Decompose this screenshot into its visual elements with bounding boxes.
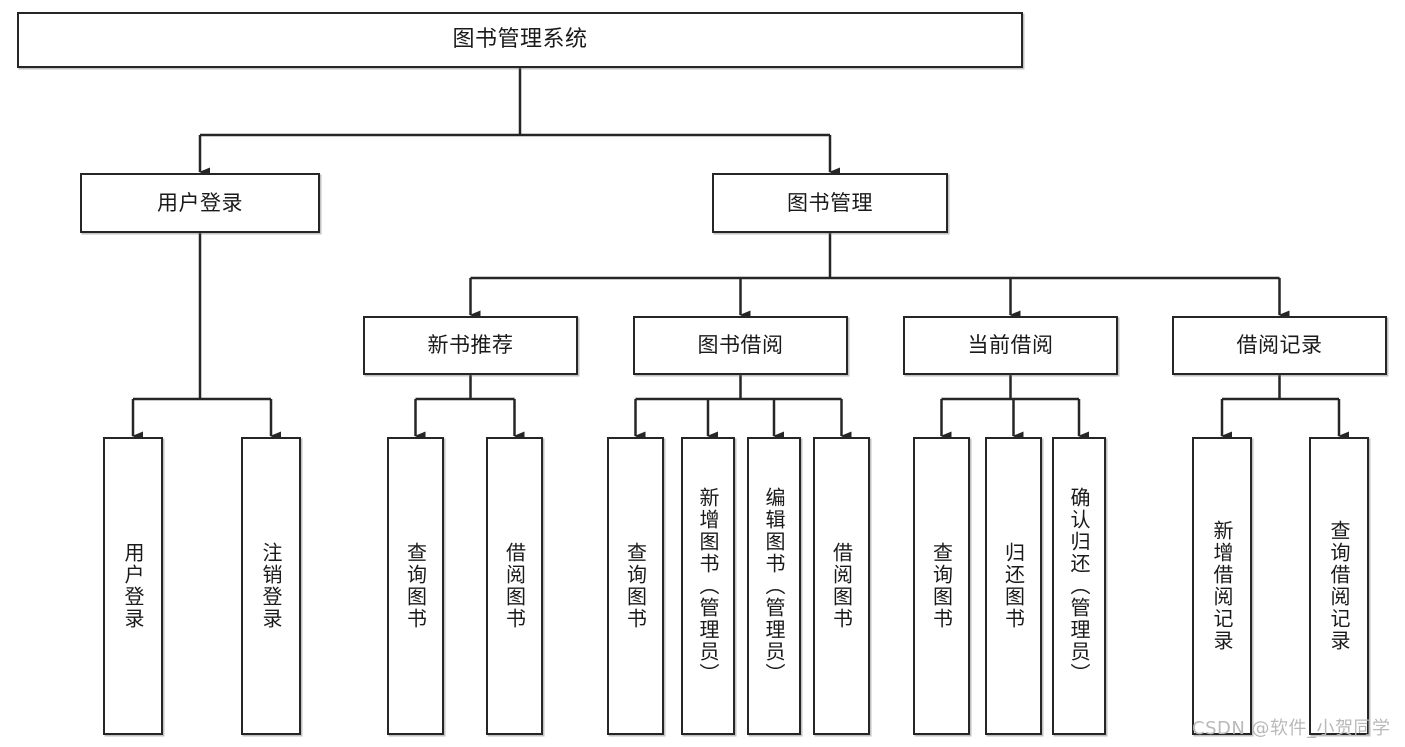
node-label: 查询图书	[403, 542, 428, 630]
node-label: 用户登录	[157, 190, 243, 215]
node-label: 借阅图书	[502, 542, 527, 630]
node-label: 当前借阅	[967, 333, 1054, 358]
node-borrow-record[interactable]: 借阅记录	[1172, 316, 1387, 375]
node-label: 归还图书	[1001, 542, 1026, 630]
node-label: 查询图书	[929, 542, 954, 630]
node-leaf-bb-add[interactable]: 新增图书（管理员）	[681, 437, 735, 735]
node-label: 借阅图书	[829, 542, 854, 630]
node-leaf-bb-edit[interactable]: 编辑图书（管理员）	[747, 437, 801, 735]
node-leaf-bb-borrow[interactable]: 借阅图书	[813, 437, 870, 735]
node-leaf-rec-query[interactable]: 查询图书	[387, 437, 444, 735]
node-label: 查询图书	[623, 542, 648, 630]
node-leaf-user-logout[interactable]: 注销登录	[241, 437, 301, 735]
node-leaf-cb-confirm[interactable]: 确认归还（管理员）	[1052, 437, 1106, 735]
node-label: 新增图书（管理员）	[696, 487, 720, 685]
node-label: 新书推荐	[427, 333, 514, 358]
edge-group	[131, 68, 1349, 441]
node-leaf-rec-borrow[interactable]: 借阅图书	[486, 437, 543, 735]
node-label: 用户登录	[121, 542, 145, 630]
node-book-borrow[interactable]: 图书借阅	[633, 316, 848, 375]
node-leaf-br-query[interactable]: 查询借阅记录	[1309, 437, 1369, 735]
node-book-manage[interactable]: 图书管理	[712, 173, 948, 233]
node-leaf-cb-query[interactable]: 查询图书	[913, 437, 970, 735]
node-current-borrow[interactable]: 当前借阅	[903, 316, 1118, 375]
node-user-login[interactable]: 用户登录	[80, 173, 320, 233]
node-root[interactable]: 图书管理系统	[17, 12, 1023, 68]
node-label: 注销登录	[259, 542, 283, 630]
node-label: 确认归还（管理员）	[1067, 487, 1091, 685]
node-leaf-br-add[interactable]: 新增借阅记录	[1192, 437, 1252, 735]
node-leaf-cb-return[interactable]: 归还图书	[985, 437, 1042, 735]
node-new-book-rec[interactable]: 新书推荐	[363, 316, 578, 375]
node-label: 编辑图书（管理员）	[762, 487, 786, 685]
node-leaf-user-login[interactable]: 用户登录	[103, 437, 163, 735]
node-label: 借阅记录	[1236, 333, 1323, 358]
node-label: 查询借阅记录	[1327, 520, 1351, 652]
node-label: 图书借阅	[697, 333, 784, 358]
node-label: 图书管理系统	[452, 27, 588, 53]
node-label: 图书管理	[787, 190, 873, 215]
node-leaf-bb-query[interactable]: 查询图书	[607, 437, 664, 735]
node-label: 新增借阅记录	[1210, 520, 1234, 652]
